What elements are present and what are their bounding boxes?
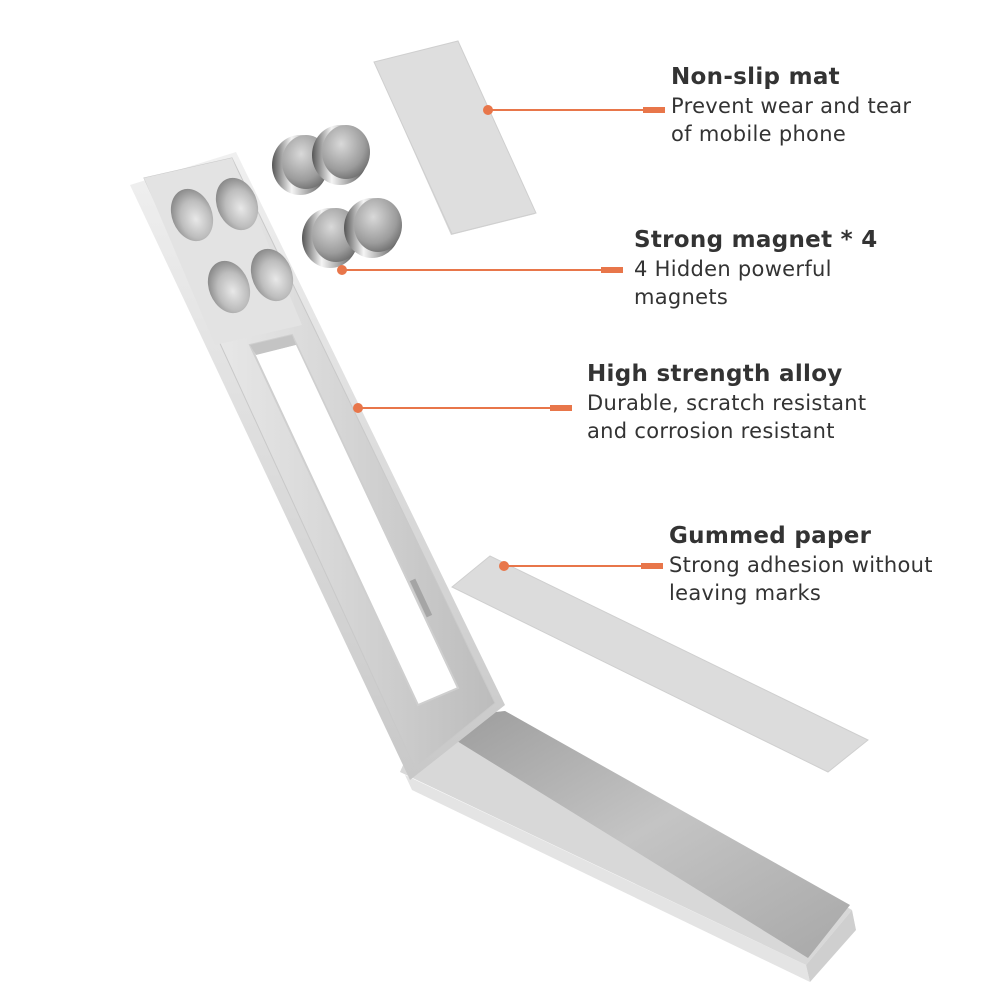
callout-desc-line2: leaving marks xyxy=(669,581,822,605)
leader-line-non-slip-mat xyxy=(483,105,665,115)
base-plate xyxy=(400,711,856,982)
callout-desc-line2: and corrosion resistant xyxy=(587,419,835,443)
callout-non-slip-mat: Non-slip mat Prevent wear and tear of mo… xyxy=(671,62,911,148)
leader-line-gummed-paper xyxy=(499,561,663,571)
leader-lines xyxy=(337,105,665,571)
callout-strong-magnet: Strong magnet * 4 4 Hidden powerful magn… xyxy=(634,225,878,311)
magnet xyxy=(312,125,370,185)
leader-line-high-strength-alloy xyxy=(353,403,572,413)
magnet xyxy=(344,198,402,258)
magnet-pockets xyxy=(170,177,294,314)
callout-title: Non-slip mat xyxy=(671,64,840,90)
callout-desc-line2: magnets xyxy=(634,285,729,309)
callout-desc-line2: of mobile phone xyxy=(671,122,847,146)
callout-desc-line1: Strong adhesion without xyxy=(669,553,933,577)
leader-line-strong-magnet xyxy=(337,265,623,275)
callout-desc-line1: 4 Hidden powerful xyxy=(634,257,832,281)
callout-title: Strong magnet * 4 xyxy=(634,227,878,253)
callout-high-strength-alloy: High strength alloy Durable, scratch res… xyxy=(587,359,866,445)
callout-title: High strength alloy xyxy=(587,361,843,387)
callout-desc-line1: Prevent wear and tear xyxy=(671,94,912,118)
callout-desc-line1: Durable, scratch resistant xyxy=(587,391,867,415)
gummed-paper-part xyxy=(451,555,869,773)
callout-gummed-paper: Gummed paper Strong adhesion without lea… xyxy=(669,521,933,607)
callout-title: Gummed paper xyxy=(669,523,872,549)
magnets xyxy=(272,125,402,268)
non-slip-mat-part xyxy=(373,40,537,235)
